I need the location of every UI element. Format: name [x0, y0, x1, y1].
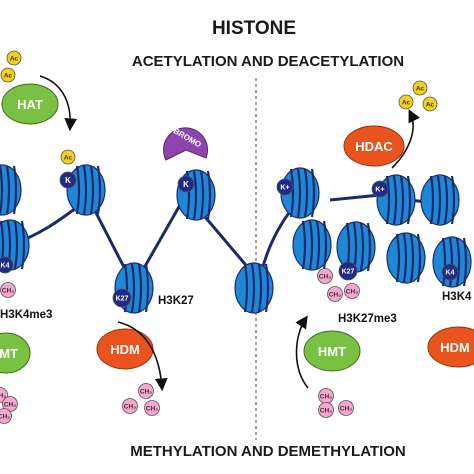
methyl-badge-text: CH₃ [320, 393, 332, 400]
methyl-badge: CH₃ [344, 283, 360, 299]
hmt-right-enzyme: HMT [303, 330, 361, 372]
methyl-badge-text: CH₃ [329, 291, 341, 298]
label-h3k4me3: H3K4me3 [0, 309, 52, 321]
lysine-badge-text: K [183, 180, 189, 189]
methyl-badge-text: CH₃ [320, 407, 332, 414]
nucleosome [280, 167, 320, 219]
hdac-arrow [391, 109, 421, 169]
methyl-badge: CH₃ [317, 268, 333, 284]
hmt-right-label: HMT [318, 344, 346, 359]
label-h3k27: H3K27 [158, 295, 194, 307]
k27-badge: K27 [112, 288, 132, 308]
methyl-badge: CH₃ [318, 402, 334, 418]
methyl-badge-text: CH₃ [4, 401, 16, 408]
methyl-badge-text: CH₃ [346, 288, 358, 295]
acetyl-badge-text: Ac [10, 55, 19, 62]
hdac-label: HDAC [355, 139, 393, 154]
hat-label: HAT [17, 97, 43, 112]
lysine-plus-badge-text: K+ [280, 184, 289, 191]
methyl-badge-text: CH₃ [2, 287, 14, 294]
nucleosome [234, 262, 274, 314]
diagram-title: HISTONE [212, 18, 296, 39]
hdm-left-arrow [117, 321, 168, 392]
k4-badge-text: K4 [446, 269, 455, 276]
lysine-plus-badge: K+ [371, 180, 389, 198]
methyl-badge: CH₃ [338, 400, 354, 416]
lysine-plus-badge-text: K+ [375, 186, 384, 193]
hdac-enzyme: HDAC [343, 125, 405, 167]
k27-badge-text: K27 [342, 268, 355, 275]
acetyl-badge-text: Ac [402, 99, 411, 106]
nucleosome [0, 164, 22, 216]
hdm-right-enzyme: HDM [427, 326, 474, 368]
hmt-right-arrow [295, 315, 309, 389]
nucleosome [420, 174, 460, 226]
methyl-badge-text: CH₃ [0, 392, 6, 399]
nucleosome [292, 219, 332, 271]
hdm-left-label: HDM [110, 342, 140, 357]
methyl-badge-text: CH₃ [124, 403, 136, 410]
acetyl-badge: Ac [0, 67, 16, 83]
lysine-badge: K [177, 175, 195, 193]
hdm-left-enzyme: HDM [96, 328, 154, 370]
k27-badge-text: K27 [116, 295, 129, 302]
lysine-plus-badge: K+ [276, 178, 294, 196]
k4-badge-text: K4 [1, 262, 10, 269]
methyl-badge-text: CH₃ [0, 413, 10, 420]
acetyl-badge: Ac [412, 80, 428, 96]
acetyl-badge-text: Ac [426, 101, 435, 108]
top-heading: ACETYLATION AND DEACETYLATION [132, 53, 404, 70]
acetyl-badge: Ac [60, 149, 76, 165]
methyl-badge-text: CH₃ [140, 388, 152, 395]
acetyl-badge: Ac [6, 50, 22, 66]
acetyl-badge-text: Ac [416, 85, 425, 92]
bottom-heading: METHYLATION AND DEMETHYLATION [130, 443, 406, 460]
k4-badge: K4 [0, 256, 14, 274]
nucleosome [386, 232, 426, 284]
hdm-right-label: HDM [440, 340, 470, 355]
acetyl-badge-text: Ac [64, 154, 73, 161]
label-h3k27me3: H3K27me3 [338, 313, 397, 325]
methyl-badge: CH₃ [318, 388, 334, 404]
k27-badge: K27 [338, 261, 358, 281]
lysine-badge: K [59, 171, 77, 189]
k4-badge: K4 [441, 263, 459, 281]
hmt-left-enzyme: HMT [0, 332, 31, 374]
acetyl-badge: Ac [398, 94, 414, 110]
hmt-left-label: HMT [0, 346, 18, 361]
acetyl-badge: Ac [422, 96, 438, 112]
acetyl-badge-text: Ac [4, 72, 13, 79]
hat-arrow [39, 75, 78, 132]
methyl-badge: CH₃ [122, 398, 138, 414]
nucleosome [66, 164, 106, 216]
methyl-badge: CH₃ [138, 383, 154, 399]
methyl-badge-text: CH₃ [146, 405, 158, 412]
methyl-badge: CH₃ [327, 286, 343, 302]
lysine-badge-text: K [65, 176, 71, 185]
label-h3k4-right: H3K4 [442, 291, 472, 303]
methyl-badge-text: CH₃ [319, 273, 331, 280]
hat-enzyme: HAT [1, 83, 59, 125]
methyl-badge: CH₃ [0, 408, 12, 424]
methyl-badge-text: CH₃ [340, 405, 352, 412]
methyl-badge: CH₃ [144, 400, 160, 416]
methyl-badge: CH₃ [0, 282, 16, 298]
bromo-domain: BROMO [163, 126, 209, 161]
